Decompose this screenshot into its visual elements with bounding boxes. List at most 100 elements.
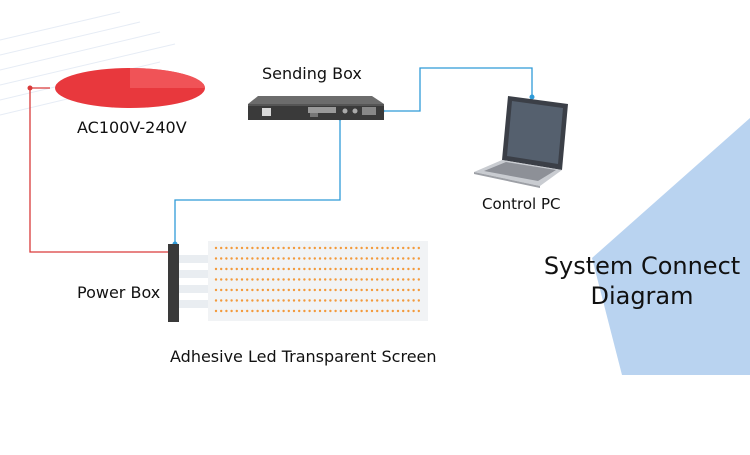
led-dot [246,257,249,260]
led-dot [261,278,264,281]
sending-box-label: Sending Box [262,64,362,83]
led-dot [251,288,254,292]
led-dot [417,278,420,281]
led-dot [334,299,337,302]
led-dot [402,278,405,281]
led-dot [214,288,218,292]
led-dot [350,278,353,281]
led-dot [350,288,353,292]
led-dot [287,309,290,313]
led-dot [313,278,316,281]
led-dot [370,288,374,292]
led-dot [376,288,379,292]
led-dot [329,267,332,271]
led-dot [407,288,410,292]
led-dot [272,257,275,260]
led-dot [396,309,400,313]
led-dot [261,267,264,271]
led-dot [417,246,420,250]
led-dot [277,278,280,281]
led-dot [287,288,290,292]
led-dot [246,309,249,313]
title-line-1: System Connect [543,252,741,280]
power-cable [29,87,172,253]
led-dot [396,299,400,302]
led-dot [344,246,348,250]
led-dot [334,309,337,313]
led-dot [230,257,233,260]
led-dot [355,246,358,250]
led-dot [298,278,301,281]
led-dot [381,299,384,302]
led-dot [376,267,379,271]
led-dot [324,299,327,302]
led-dot [220,299,223,302]
led-dot [266,278,270,281]
led-dot [324,309,327,313]
led-dot [391,257,394,260]
led-dot [324,278,327,281]
led-dot [277,288,280,292]
led-dot [417,267,420,271]
led-dot [318,278,322,281]
led-dot [365,267,368,271]
led-dot [334,267,337,271]
led-dot [272,278,275,281]
led-dot [344,288,348,292]
led-dot [308,299,311,302]
led-dot [370,278,374,281]
led-dot [266,246,270,250]
led-dot [298,267,301,271]
led-dot [287,299,290,302]
led-dot [220,288,223,292]
led-dot [391,267,394,271]
led-dot [339,278,342,281]
led-dot [261,299,264,302]
led-dot [266,267,270,271]
led-dot [318,309,322,313]
led-dot [407,267,410,271]
led-dot [308,288,311,292]
led-dot [329,278,332,281]
led-dot [386,267,389,271]
led-dot [355,257,358,260]
led-dot [360,246,363,250]
led-dot [350,246,353,250]
power-box-label: Power Box [77,283,161,302]
led-dot [370,267,374,271]
led-dot [324,246,327,250]
led-dot [376,278,379,281]
led-dot [391,299,394,302]
led-dot [339,288,342,292]
led-dot [355,288,358,292]
led-dot [402,246,405,250]
led-dot [339,246,342,250]
led-dot [391,278,394,281]
led-dot [339,309,342,313]
led-dot [381,257,384,260]
led-dot [230,246,233,250]
led-dot [230,309,233,313]
led-dot [381,267,384,271]
led-dot [214,257,218,260]
led-dot [318,246,322,250]
led-dot [292,288,296,292]
led-dot [350,267,353,271]
led-dot [256,288,259,292]
led-dot [303,246,306,250]
led-dot [225,288,228,292]
led-dot [313,299,316,302]
led-dot [256,257,259,260]
led-dot [412,299,415,302]
led-dot [381,288,384,292]
led-dot [292,246,296,250]
led-dot [240,299,244,302]
led-dot [225,309,228,313]
led-dot [407,299,410,302]
led-dot [240,309,244,313]
led-dot [292,278,296,281]
led-dot [417,288,420,292]
led-dot [407,257,410,260]
led-dot [308,246,311,250]
led-dot [370,246,374,250]
